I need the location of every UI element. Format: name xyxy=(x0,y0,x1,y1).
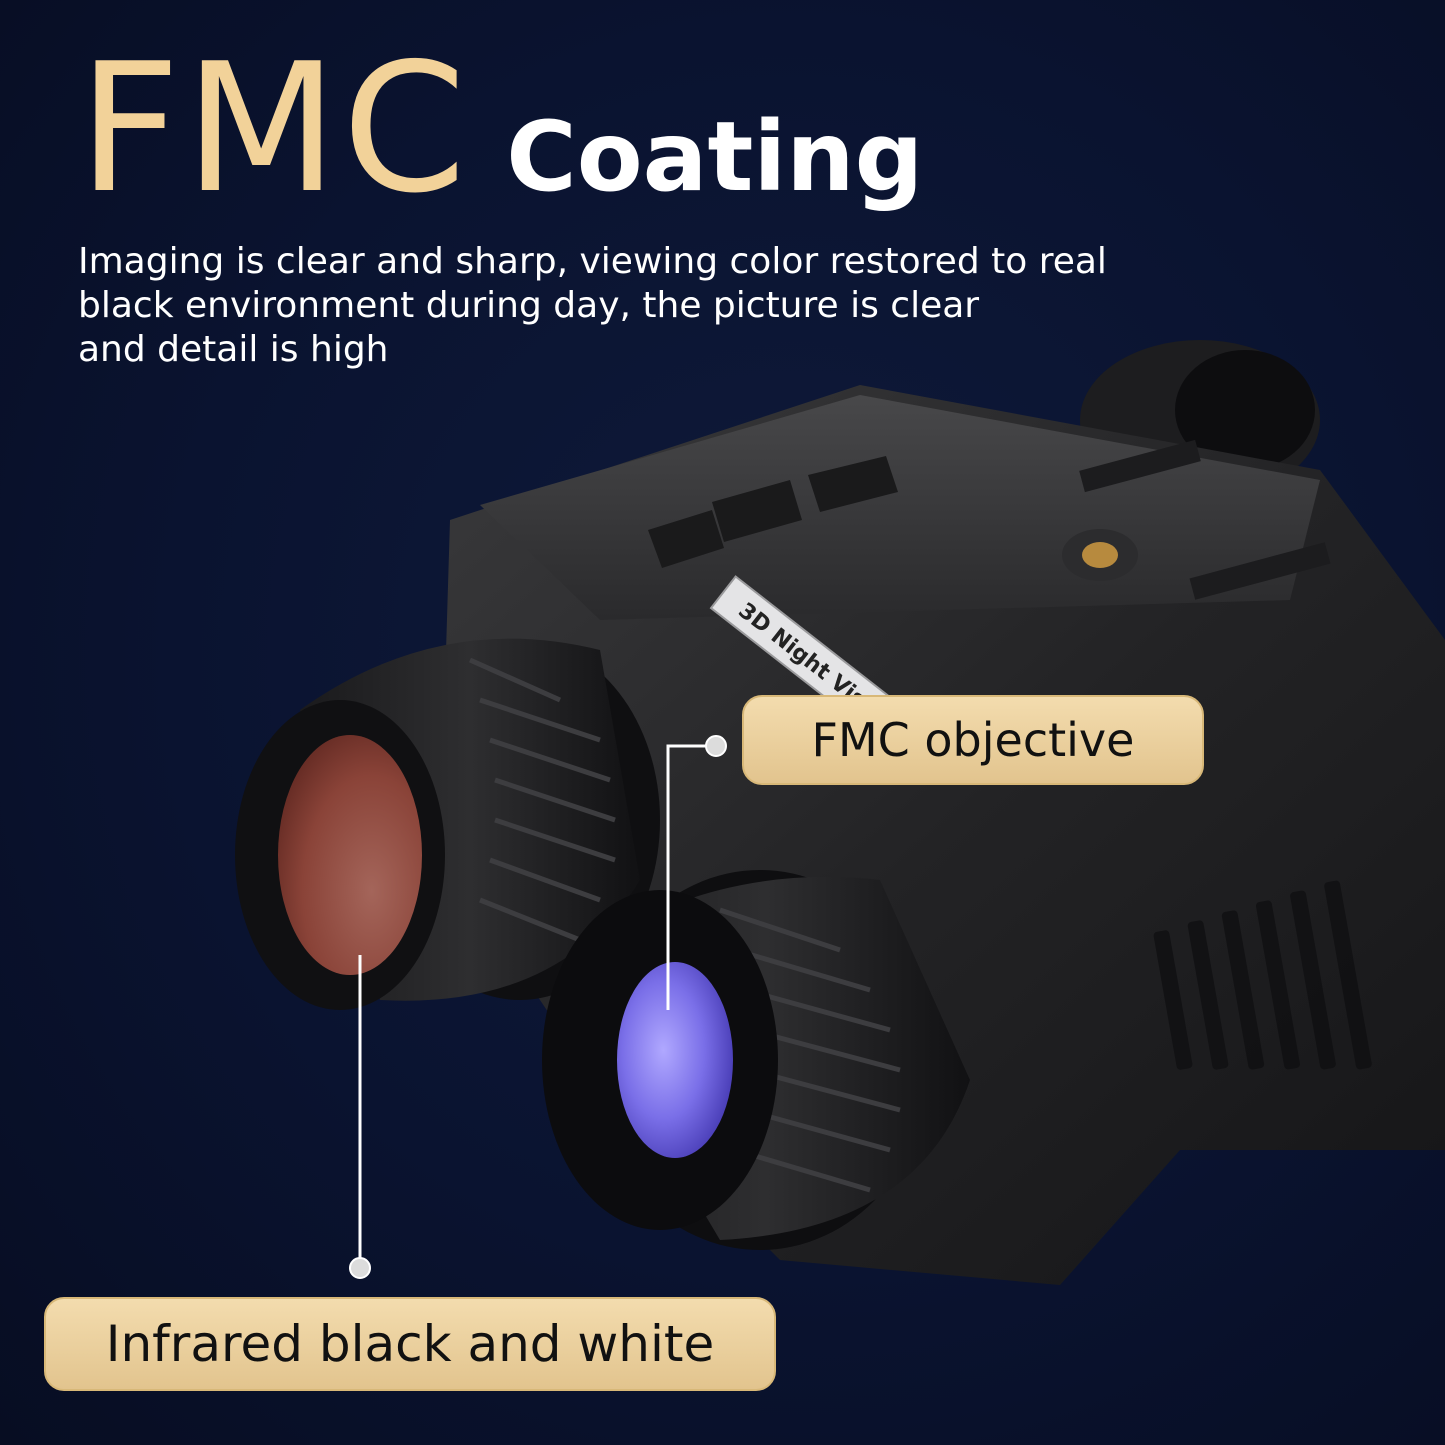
blue-lens xyxy=(617,962,733,1158)
mode-button xyxy=(648,510,724,568)
callout-fmc-objective: FMC objective xyxy=(742,695,1204,785)
callout-fmc-objective-label: FMC objective xyxy=(811,713,1135,767)
description-line-3: and detail is high xyxy=(78,329,389,370)
description: Imaging is clear and sharp, viewing colo… xyxy=(78,240,1178,372)
callout-infrared: Infrared black and white xyxy=(44,1297,776,1391)
headline-sub: Coating xyxy=(506,101,924,213)
description-line-2: black environment during day, the pictur… xyxy=(78,285,980,326)
callout-connector-infrared xyxy=(349,955,371,1279)
power-button xyxy=(808,456,898,512)
callout-infrared-label: Infrared black and white xyxy=(105,1315,715,1373)
headline-main: FMC xyxy=(78,25,471,232)
callout-connector-objective xyxy=(666,735,727,1010)
description-line-1: Imaging is clear and sharp, viewing colo… xyxy=(78,241,1107,282)
left-objective-barrel xyxy=(235,638,660,1010)
right-objective-barrel xyxy=(542,870,970,1250)
menu-button xyxy=(712,480,802,542)
red-lens xyxy=(278,735,422,975)
